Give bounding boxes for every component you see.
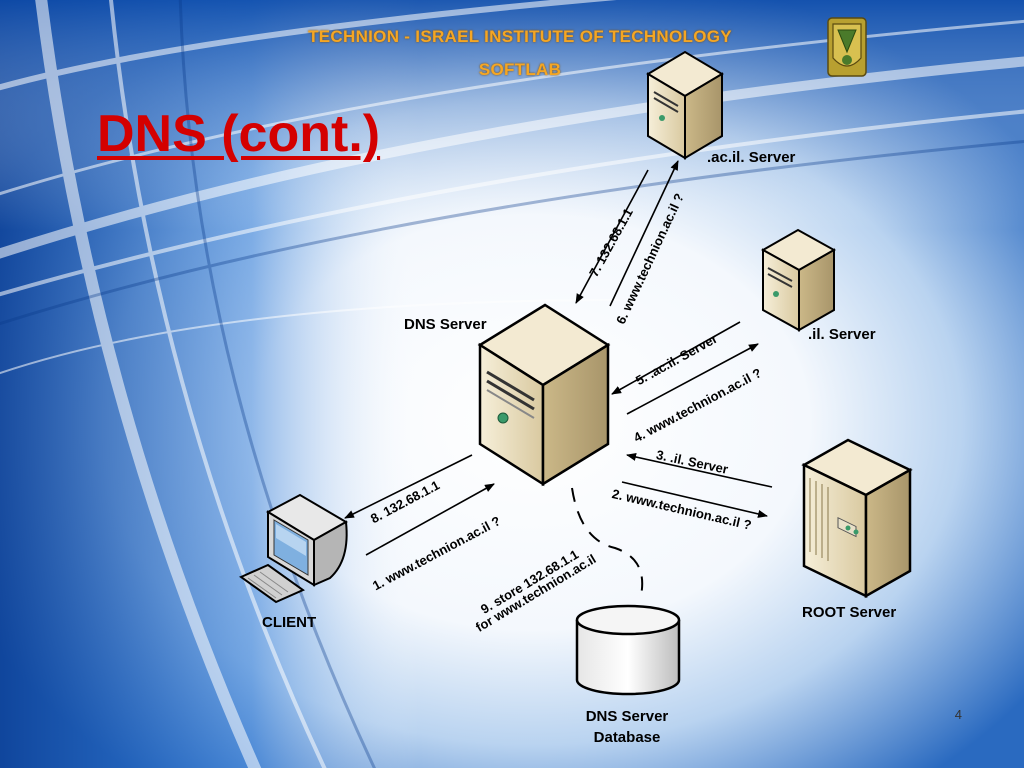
arrow-3 [626,453,773,488]
client-computer-icon [238,493,349,604]
technion-logo [827,17,867,77]
arrow-2 [621,481,768,518]
slide-title: DNS (cont.) [97,105,381,163]
database-icon [575,604,681,696]
arrow-8 [344,454,473,519]
ac-il-server-icon [646,50,724,160]
root-server-icon [801,438,913,599]
header-institution: TECHNION - ISRAEL INSTITUTE OF TECHNOLOG… [308,27,732,46]
database-label-line1: DNS Server [585,708,669,725]
page-number: 4 [954,707,962,722]
dns-server-icon [477,303,611,487]
root-server-label: ROOT Server [802,604,897,621]
ac-il-server-label: .ac.il. Server [707,149,796,166]
il-server-label: .il. Server [808,326,876,343]
database-label-line2: Database [593,729,661,746]
arrow-7 [575,169,649,304]
arrow-5 [611,321,741,395]
arrow-1 [365,483,495,556]
arrow-6 [609,160,679,307]
header-lab: SOFTLAB [478,60,562,79]
arrow-4 [626,343,759,415]
dns-to-database-connector [571,487,644,601]
il-server-icon [760,228,837,332]
dns-server-label: DNS Server [404,316,487,333]
client-label: CLIENT [262,614,317,631]
